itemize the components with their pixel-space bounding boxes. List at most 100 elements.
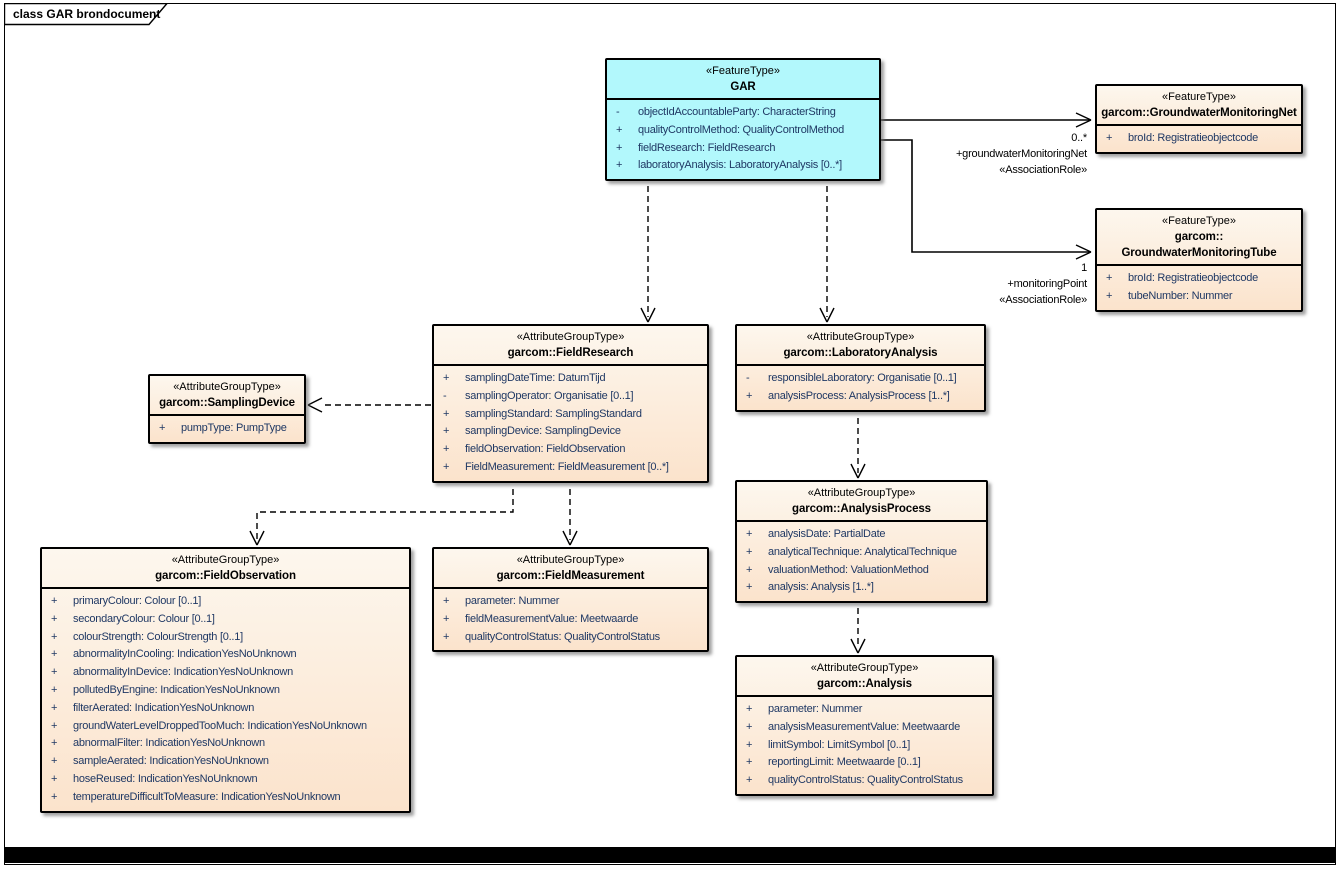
association-label-monitoringtube: 1 +monitoringPoint «AssociationRole»	[857, 260, 1087, 308]
attribute-row: - objectIdAccountableParty: CharacterStri…	[607, 104, 879, 122]
attribute-text: samplingDevice: SamplingDevice	[465, 425, 621, 438]
visibility-marker: +	[746, 774, 753, 787]
bottom-bar	[4, 847, 1336, 863]
stereotype-label: «FeatureType»	[1162, 215, 1236, 227]
visibility-marker: -	[746, 372, 750, 384]
stereotype-label: «AttributeGroupType»	[516, 331, 625, 343]
visibility-marker: +	[443, 460, 450, 473]
attribute-text: filterAerated: IndicationYesNoUnknown	[73, 701, 255, 714]
visibility-marker: +	[1106, 272, 1113, 284]
attribute-text: laboratoryAnalysis: LaboratoryAnalysis […	[638, 159, 842, 172]
class-name: garcom::GroundwaterMonitoringNet	[1101, 107, 1297, 119]
visibility-marker: +	[443, 372, 450, 384]
attribute-row: + FieldMeasurement: FieldMeasurement [0..…	[434, 459, 707, 477]
attribute-text: abnormalityInDevice: IndicationYesNoUnkn…	[73, 666, 293, 679]
attribute-row: + filterAerated: IndicationYesNoUnknown	[42, 700, 409, 718]
attribute-row: +samplingDateTime: DatumTijd	[434, 370, 707, 388]
attribute-text: abnormalityInCooling: IndicationYesNoUnk…	[73, 648, 297, 661]
diagram-frame-tab: class GAR brondocument	[4, 3, 169, 26]
attribute-row: +primaryColour: Colour [0..1]	[42, 593, 409, 611]
class-name: garcom::FieldObservation	[155, 570, 296, 582]
class-box-groundwater-monitoring-net[interactable]: «FeatureType» garcom::GroundwaterMonitor…	[1095, 84, 1303, 154]
class-box-laboratory-analysis[interactable]: «AttributeGroupType» garcom::LaboratoryA…	[735, 324, 986, 412]
attribute-list: - objectIdAccountableParty: CharacterStri…	[607, 100, 879, 179]
attribute-text: qualityControlStatus: QualityControlStat…	[465, 630, 660, 643]
visibility-marker: +	[746, 720, 753, 733]
class-name: garcom::	[1174, 231, 1224, 243]
attribute-text: primaryColour: Colour [0..1]	[73, 595, 202, 607]
class-box-groundwater-monitoring-tube[interactable]: «FeatureType» garcom:: GroundwaterMonito…	[1095, 208, 1303, 312]
attribute-row: +samplingStandard: SamplingStandard	[434, 406, 707, 424]
attribute-row: +analysisMeasurementValue: Meetwaarde	[737, 719, 992, 737]
class-name: garcom::FieldMeasurement	[496, 570, 645, 582]
visibility-marker: +	[443, 595, 450, 607]
visibility-marker: +	[746, 528, 753, 540]
visibility-marker: -	[616, 106, 620, 118]
visibility-marker: +	[746, 545, 753, 558]
attribute-list: +pumpType: PumpType	[150, 416, 304, 442]
attribute-text: objectIdAccountableParty: CharacterStrin…	[638, 106, 836, 118]
role-label: +monitoringPoint	[1007, 278, 1087, 290]
class-box-field-observation[interactable]: «AttributeGroupType» garcom::FieldObserv…	[40, 547, 411, 813]
stereotype-label: «FeatureType»	[706, 65, 780, 77]
attribute-row: + analyticalTechnique: AnalyticalTechniqu…	[737, 544, 986, 562]
class-box-field-research[interactable]: «AttributeGroupType» garcom::FieldResear…	[432, 324, 709, 483]
attribute-text: sampleAerated: IndicationYesNoUnknown	[73, 755, 269, 768]
stereotype-label: «AttributeGroupType»	[516, 554, 625, 566]
visibility-marker: +	[51, 701, 58, 714]
attribute-text: limitSymbol: LimitSymbol [0..1]	[768, 738, 911, 751]
attribute-row: +analysisDate: PartialDate	[737, 526, 986, 544]
class-box-analysis[interactable]: «AttributeGroupType» garcom::Analysis +p…	[735, 655, 994, 796]
attribute-text: FieldMeasurement: FieldMeasurement [0..*…	[465, 460, 669, 473]
attribute-row: +analysis: Analysis [1..*]	[737, 579, 986, 597]
visibility-marker: +	[51, 630, 58, 643]
class-box-gar[interactable]: «FeatureType» GAR - objectIdAccountablePa…	[605, 58, 881, 182]
attribute-list: +samplingDateTime: DatumTijd -samplingOp…	[434, 366, 707, 481]
visibility-marker: +	[443, 630, 450, 643]
class-title: «AttributeGroupType» garcom::LaboratoryA…	[737, 326, 984, 366]
class-title: «FeatureType» garcom::GroundwaterMonitor…	[1097, 86, 1301, 126]
class-title: «AttributeGroupType» garcom::FieldMeasur…	[434, 549, 707, 589]
attribute-row: +secondaryColour: Colour [0..1]	[42, 611, 409, 629]
visibility-marker: +	[51, 755, 58, 768]
class-box-sampling-device[interactable]: «AttributeGroupType» garcom::SamplingDev…	[148, 374, 306, 444]
attribute-row: -responsibleLaboratory: Organisatie [0..…	[737, 370, 984, 388]
class-title: «AttributeGroupType» garcom::FieldResear…	[434, 326, 707, 366]
attribute-list: +broId: Registratieobjectcode	[1097, 126, 1301, 152]
attribute-row: + qualityControlStatus: QualityControlSta…	[434, 629, 707, 647]
visibility-marker: +	[159, 422, 166, 434]
class-box-field-measurement[interactable]: «AttributeGroupType» garcom::FieldMeasur…	[432, 547, 709, 653]
class-title: «FeatureType» GAR	[607, 60, 879, 100]
visibility-marker: +	[443, 612, 450, 625]
class-name: garcom::FieldResearch	[507, 347, 634, 359]
visibility-marker: +	[616, 123, 623, 136]
attribute-row: +laboratoryAnalysis: LaboratoryAnalysis …	[607, 157, 879, 175]
attribute-row: +analysisProcess: AnalysisProcess [1..*]	[737, 388, 984, 406]
class-box-analysis-process[interactable]: «AttributeGroupType» garcom::AnalysisPro…	[735, 480, 988, 604]
stereotype-label: «AttributeGroupType»	[810, 662, 919, 674]
visibility-marker: -	[443, 389, 447, 402]
visibility-marker: +	[443, 407, 450, 420]
attribute-row: +groundWaterLevelDroppedTooMuch: Indicat…	[42, 718, 409, 736]
attribute-text: hoseReused: IndicationYesNoUnknown	[73, 772, 258, 785]
attribute-text: broId: Registratieobjectcode	[1128, 132, 1258, 144]
attribute-row: +abnormalityInCooling: IndicationYesNoUn…	[42, 646, 409, 664]
attribute-text: analyticalTechnique: AnalyticalTechnique	[768, 545, 957, 558]
attribute-list: +broId: Registratieobjectcode + tubeNumbe…	[1097, 266, 1301, 310]
attribute-text: fieldObservation: FieldObservation	[465, 443, 626, 456]
frame-tab-label: class GAR brondocument	[13, 7, 160, 21]
visibility-marker: +	[51, 683, 58, 696]
attribute-row: +abnormalityInDevice: IndicationYesNoUnk…	[42, 664, 409, 682]
attribute-row: +broId: Registratieobjectcode	[1097, 270, 1301, 288]
class-name: GAR	[730, 81, 756, 93]
multiplicity-label: 0..*	[1071, 132, 1087, 144]
attribute-row: +limitSymbol: LimitSymbol [0..1]	[737, 737, 992, 755]
attribute-text: tubeNumber: Nummer	[1128, 289, 1233, 302]
class-title: «AttributeGroupType» garcom::SamplingDev…	[150, 376, 304, 416]
class-title: «AttributeGroupType» garcom::Analysis	[737, 657, 992, 697]
attribute-text: groundWaterLevelDroppedTooMuch: Indicati…	[73, 719, 367, 732]
visibility-marker: +	[746, 703, 753, 715]
attribute-row: +valuationMethod: ValuationMethod	[737, 562, 986, 580]
visibility-marker: +	[443, 425, 450, 438]
